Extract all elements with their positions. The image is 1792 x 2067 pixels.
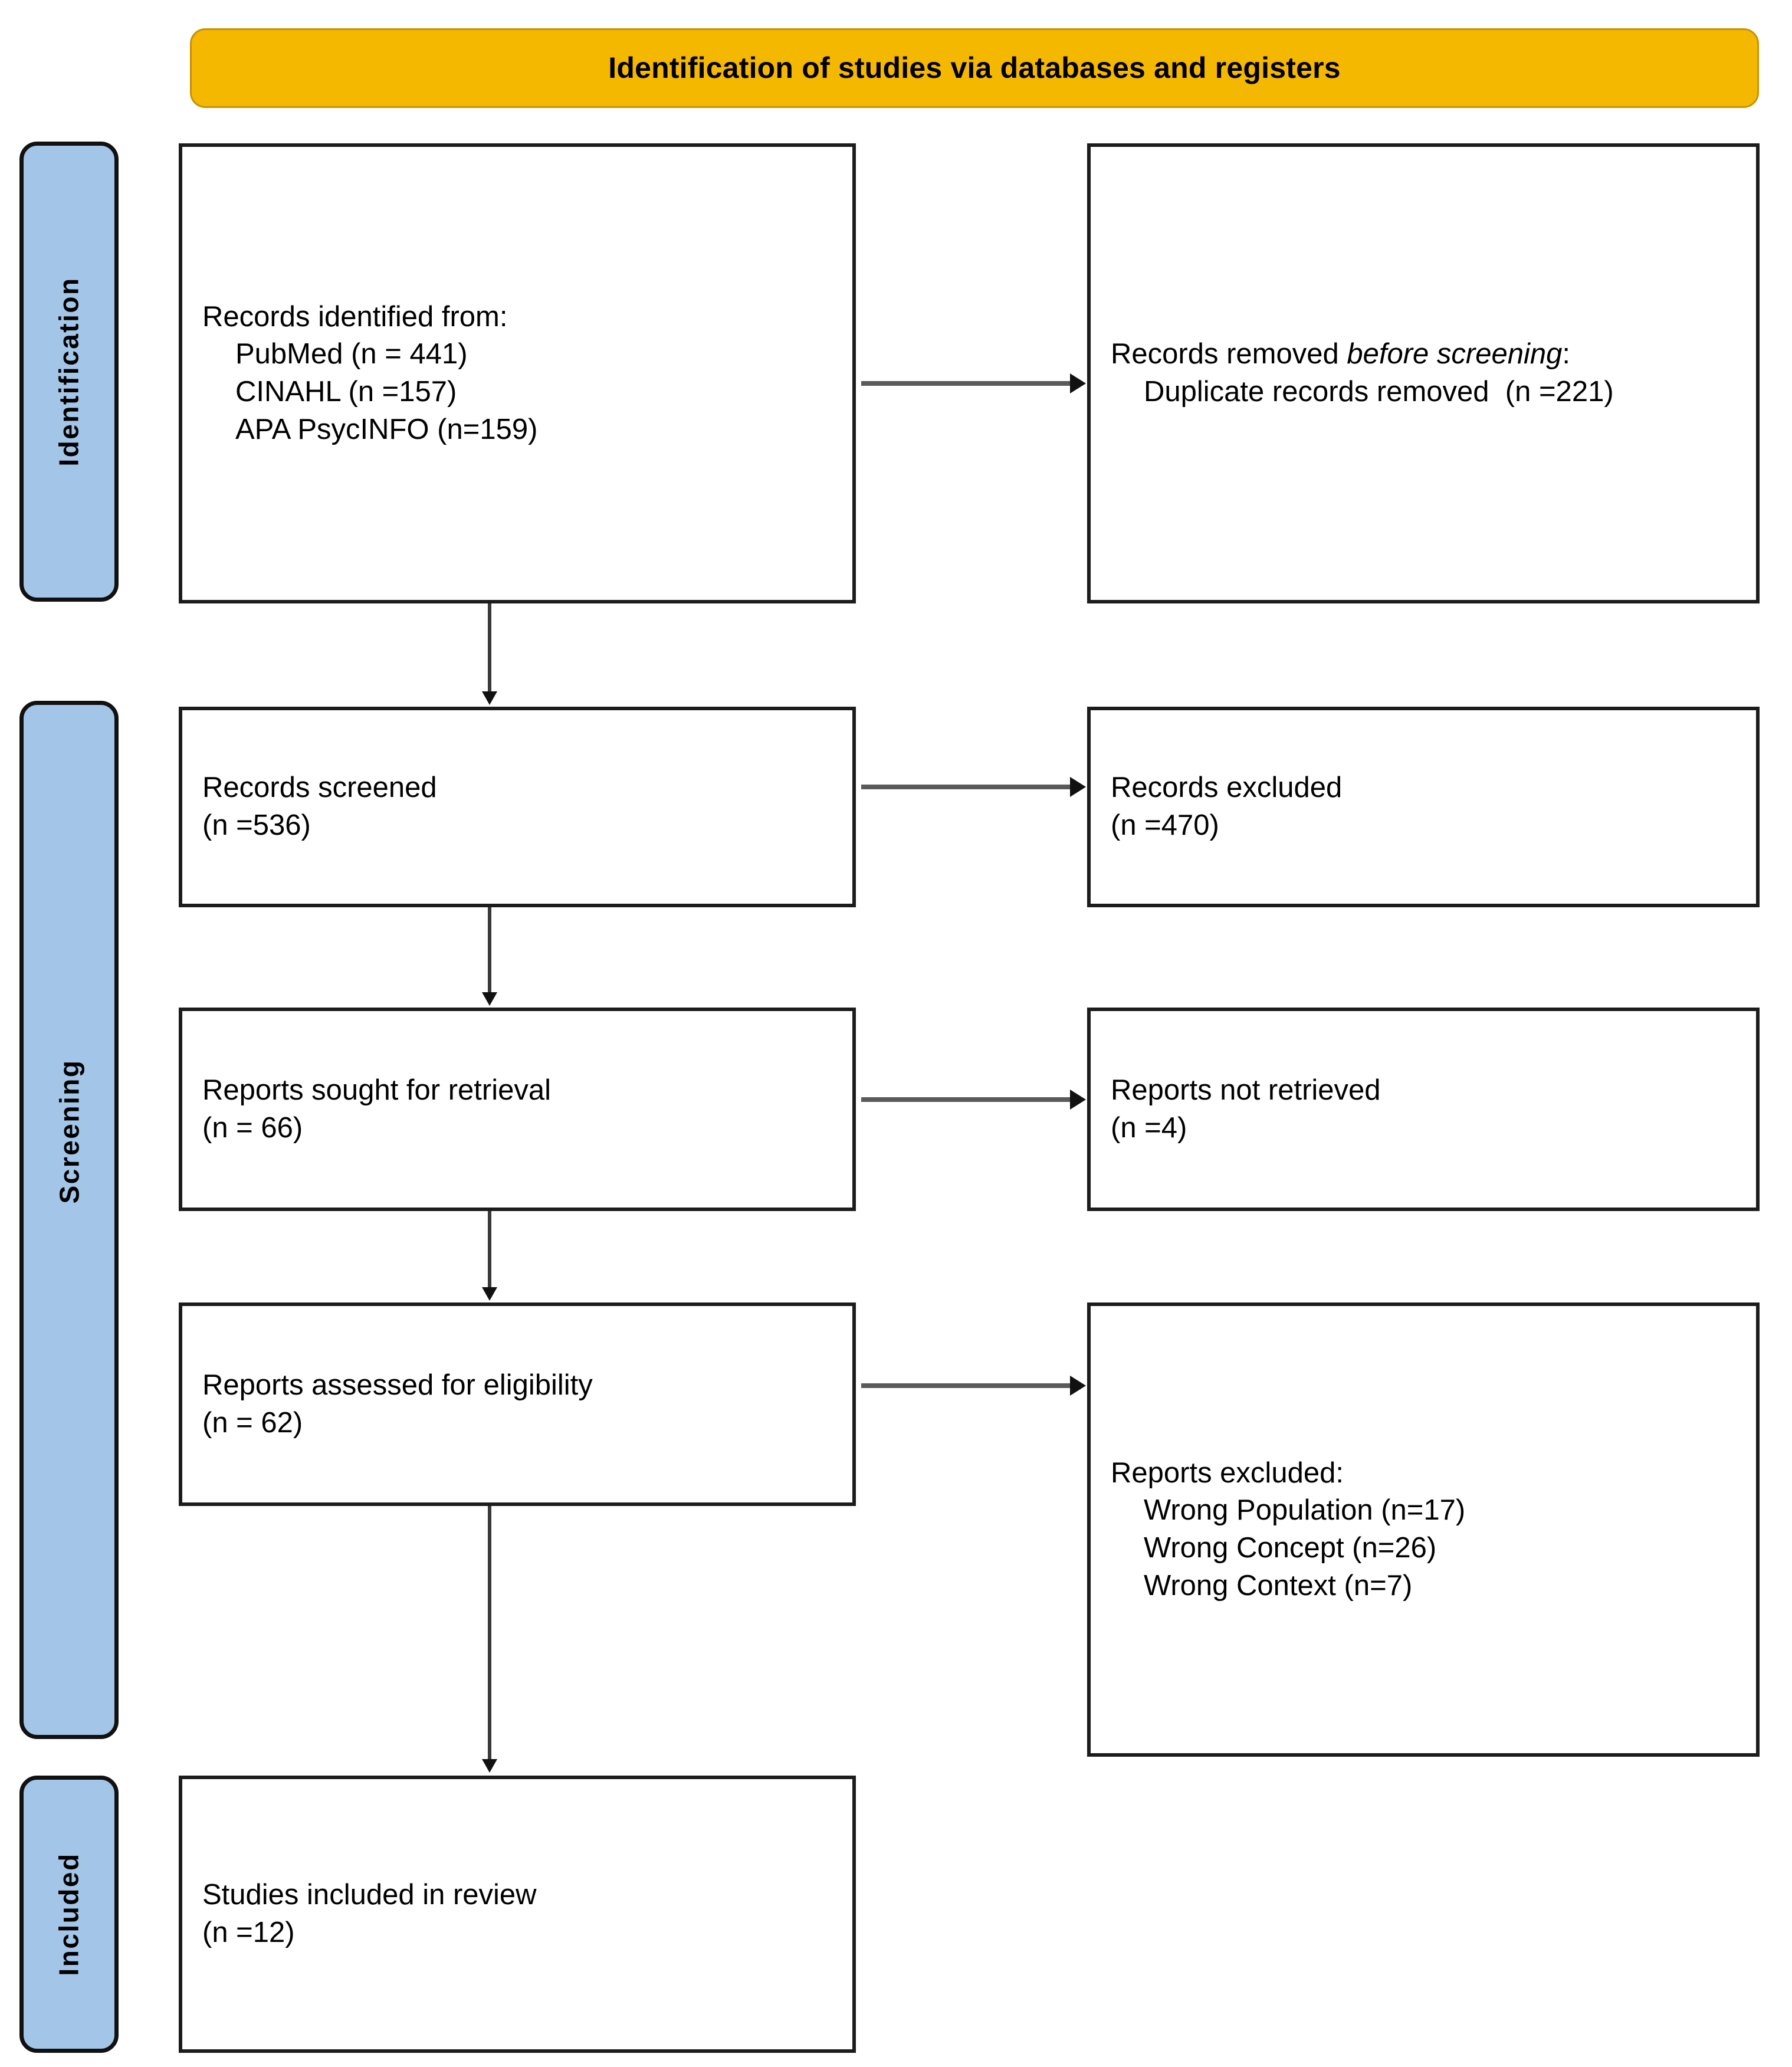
records-screened-label: Records screened bbox=[202, 772, 437, 804]
box-records-removed-content: Records removed before screening: Duplica… bbox=[1091, 336, 1756, 411]
box-records-excluded-content: Records excluded (n =470) bbox=[1091, 769, 1756, 844]
arrow-identified-to-screened bbox=[488, 603, 491, 692]
reports-excluded-item-concept: Wrong Concept (n=26) bbox=[1144, 1532, 1437, 1564]
reports-sought-count: (n = 66) bbox=[202, 1111, 303, 1144]
records-identified-item-pubmed: PubMed (n = 441) bbox=[235, 338, 468, 370]
diagram-title: Identification of studies via databases … bbox=[608, 51, 1341, 84]
reports-not-retrieved-label: Reports not retrieved bbox=[1111, 1074, 1381, 1106]
box-records-removed: Records removed before screening: Duplica… bbox=[1087, 143, 1760, 603]
diagram-title-banner: Identification of studies via databases … bbox=[190, 28, 1759, 108]
records-identified-item-psycinfo: APA PsycINFO (n=159) bbox=[235, 413, 538, 445]
records-removed-heading-italic: before screening bbox=[1347, 338, 1563, 370]
phase-label-screening: Screening bbox=[54, 1059, 85, 1204]
box-records-identified: Records identified from: PubMed (n = 441)… bbox=[179, 143, 856, 603]
arrow-screened-to-sought bbox=[488, 907, 491, 993]
box-records-screened: Records screened (n =536) bbox=[179, 707, 856, 907]
records-removed-heading-pre: Records removed bbox=[1111, 338, 1347, 370]
box-records-identified-content: Records identified from: PubMed (n = 441)… bbox=[182, 298, 852, 449]
records-screened-count: (n =536) bbox=[202, 809, 311, 841]
arrow-assessed-to-reports-excluded bbox=[861, 1383, 1071, 1388]
arrow-assessed-to-included bbox=[488, 1506, 491, 1760]
reports-excluded-heading: Reports excluded: bbox=[1111, 1456, 1344, 1489]
reports-excluded-item-population: Wrong Population (n=17) bbox=[1144, 1494, 1466, 1527]
box-reports-excluded: Reports excluded: Wrong Population (n=17)… bbox=[1087, 1302, 1760, 1757]
records-removed-item-duplicates: Duplicate records removed (n =221) bbox=[1144, 376, 1614, 408]
arrow-sought-to-not-retrieved bbox=[861, 1097, 1071, 1102]
box-reports-sought-content: Reports sought for retrieval (n = 66) bbox=[182, 1072, 852, 1147]
box-studies-included: Studies included in review (n =12) bbox=[179, 1776, 856, 2053]
arrow-sought-to-assessed bbox=[488, 1211, 491, 1288]
reports-excluded-item-context: Wrong Context (n=7) bbox=[1144, 1569, 1413, 1602]
records-identified-heading: Records identified from: bbox=[202, 300, 508, 333]
box-studies-included-content: Studies included in review (n =12) bbox=[182, 1876, 852, 1951]
arrow-identified-to-removed bbox=[861, 381, 1071, 386]
phase-label-identification: Identification bbox=[54, 277, 85, 467]
records-identified-item-cinahl: CINAHL (n =157) bbox=[235, 376, 457, 408]
phase-tab-included: Included bbox=[19, 1776, 119, 2053]
reports-not-retrieved-count: (n =4) bbox=[1111, 1111, 1187, 1144]
phase-tab-screening: Screening bbox=[19, 701, 119, 1739]
box-reports-assessed-content: Reports assessed for eligibility (n = 62) bbox=[182, 1367, 852, 1442]
box-reports-assessed: Reports assessed for eligibility (n = 62) bbox=[179, 1302, 856, 1506]
phase-tab-identification: Identification bbox=[19, 142, 119, 602]
box-reports-sought: Reports sought for retrieval (n = 66) bbox=[179, 1008, 856, 1211]
records-removed-heading-post: : bbox=[1562, 338, 1570, 370]
studies-included-count: (n =12) bbox=[202, 1917, 295, 1948]
records-excluded-label: Records excluded bbox=[1111, 772, 1343, 804]
box-records-screened-content: Records screened (n =536) bbox=[182, 769, 852, 844]
records-excluded-count: (n =470) bbox=[1111, 809, 1219, 841]
reports-assessed-count: (n = 62) bbox=[202, 1406, 303, 1439]
box-reports-not-retrieved: Reports not retrieved (n =4) bbox=[1087, 1008, 1760, 1211]
box-records-excluded: Records excluded (n =470) bbox=[1087, 707, 1760, 907]
arrow-screened-to-excluded bbox=[861, 785, 1071, 789]
studies-included-label: Studies included in review bbox=[202, 1879, 537, 1911]
box-reports-excluded-content: Reports excluded: Wrong Population (n=17)… bbox=[1091, 1455, 1756, 1605]
reports-assessed-label: Reports assessed for eligibility bbox=[202, 1369, 593, 1401]
reports-sought-label: Reports sought for retrieval bbox=[202, 1074, 551, 1106]
phase-label-included: Included bbox=[54, 1852, 84, 1976]
box-reports-not-retrieved-content: Reports not retrieved (n =4) bbox=[1091, 1072, 1756, 1147]
